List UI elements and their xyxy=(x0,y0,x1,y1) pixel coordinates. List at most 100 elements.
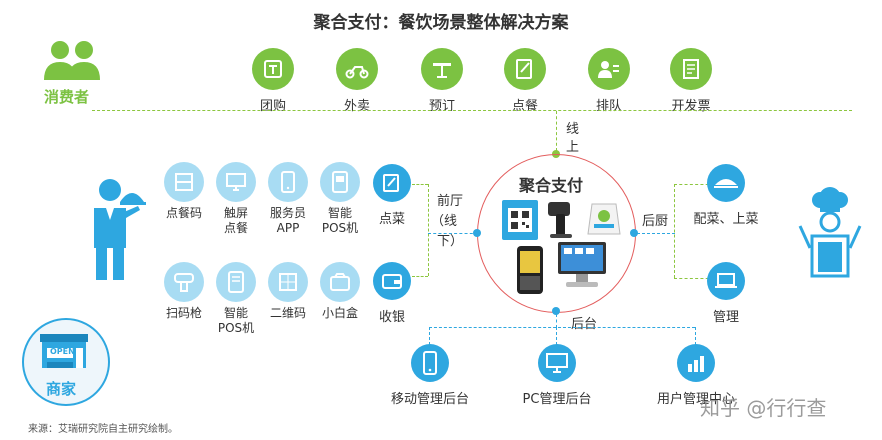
menu-code-icon xyxy=(164,162,204,202)
smart-pos-icon xyxy=(216,262,256,302)
device-item[interactable]: 二维码 xyxy=(266,262,310,321)
backend-label: 后台 xyxy=(571,317,598,332)
kitchen-item-label: 配菜、上菜 xyxy=(693,212,759,227)
front-line-top xyxy=(412,184,428,185)
qr-code-icon xyxy=(268,262,308,302)
device-item-label: 二维码 xyxy=(269,306,306,320)
consumer-item-label: 开发票 xyxy=(671,99,711,114)
device-item[interactable]: 智能 POS机 xyxy=(318,162,362,236)
consumer-item-label: 点餐 xyxy=(511,99,538,114)
shop-icon xyxy=(38,328,90,376)
chef-icon xyxy=(796,186,864,282)
front-label-2: （线 xyxy=(431,214,458,229)
center-to-kitchen xyxy=(637,233,675,234)
front-item[interactable]: 收银 xyxy=(372,262,412,325)
table-icon xyxy=(421,48,463,90)
kitchen-bracket xyxy=(674,184,675,278)
kitchen-line-top xyxy=(674,184,714,185)
device-item-label: 智能 POS机 xyxy=(321,206,359,235)
kitchen-label: 后厨 xyxy=(642,214,669,229)
backend-drop-2 xyxy=(556,327,557,345)
wallet-icon xyxy=(373,262,411,300)
consumer-divider xyxy=(92,110,852,111)
device-item[interactable]: 服务员 APP xyxy=(266,162,310,236)
white-box-icon xyxy=(320,262,360,302)
device-item-label: 触屏 点餐 xyxy=(223,206,248,235)
open-sign: OPEN xyxy=(50,347,75,356)
scooter-icon xyxy=(336,48,378,90)
order-icon xyxy=(504,48,546,90)
consumer-label: 消费者 xyxy=(44,88,90,106)
kitchen-item[interactable]: 管理 xyxy=(706,262,746,325)
backend-item-label: PC管理后台 xyxy=(522,392,592,407)
consumer-item[interactable]: 开发票 xyxy=(667,48,715,114)
backend-item[interactable]: 移动管理后台 xyxy=(391,344,469,407)
monitor-icon xyxy=(538,344,576,382)
chart-icon xyxy=(677,344,715,382)
consumer-item-label: 外卖 xyxy=(343,99,370,114)
backend-item-label: 移动管理后台 xyxy=(390,392,469,407)
device-item-label: 小白盒 xyxy=(321,306,358,320)
consumer-item[interactable]: 预订 xyxy=(418,48,466,114)
consumer-item[interactable]: 点餐 xyxy=(501,48,549,114)
center-label: 聚合支付 xyxy=(519,176,584,195)
front-label-3: 下） xyxy=(437,234,464,249)
desktop-pos-icon xyxy=(554,240,610,294)
online-label-1: 线 xyxy=(566,122,580,137)
device-item-label: 服务员 APP xyxy=(269,206,306,235)
kitchen-item[interactable]: 配菜、上菜 xyxy=(693,164,759,227)
queue-icon xyxy=(588,48,630,90)
online-label-2: 上 xyxy=(566,140,580,155)
consumer-icon xyxy=(40,38,104,82)
front-item[interactable]: 点菜 xyxy=(372,164,412,227)
order-dish-icon xyxy=(373,164,411,202)
front-line-bottom xyxy=(412,276,428,277)
device-item[interactable]: 智能 POS机 xyxy=(214,262,258,336)
payment-box-icon xyxy=(582,198,624,242)
device-item[interactable]: 扫码枪 xyxy=(162,262,206,321)
invoice-icon xyxy=(670,48,712,90)
waiter-phone-icon xyxy=(268,162,308,202)
backend-line xyxy=(429,327,695,328)
scanner-gun-icon xyxy=(164,262,204,302)
group-buy-icon xyxy=(252,48,294,90)
online-connector xyxy=(556,111,557,151)
consumer-item-label: 排队 xyxy=(595,99,622,114)
front-label-1: 前厅 xyxy=(437,194,464,209)
touchscreen-icon xyxy=(216,162,256,202)
consumer-item[interactable]: 团购 xyxy=(249,48,297,114)
front-dot xyxy=(473,229,481,237)
kitchen-dot xyxy=(630,229,638,237)
backend-drop-3 xyxy=(695,327,696,345)
device-item[interactable]: 触屏 点餐 xyxy=(214,162,258,236)
backend-item[interactable]: PC管理后台 xyxy=(523,344,591,407)
backend-item-label: 用户管理中心 xyxy=(656,392,735,407)
kitchen-line-bottom xyxy=(674,278,714,279)
qr-stand-icon xyxy=(500,198,540,246)
device-item-label: 扫码枪 xyxy=(165,306,202,320)
laptop-icon xyxy=(707,262,745,300)
front-to-center xyxy=(428,233,478,234)
front-item-label: 点菜 xyxy=(378,212,405,227)
backend-drop-1 xyxy=(429,327,430,345)
backend-item[interactable]: 用户管理中心 xyxy=(657,344,735,407)
consumer-item[interactable]: 外卖 xyxy=(333,48,381,114)
merchant-label: 商家 xyxy=(46,380,77,398)
front-bracket xyxy=(428,184,429,276)
device-item[interactable]: 小白盒 xyxy=(318,262,362,321)
consumer-item[interactable]: 排队 xyxy=(585,48,633,114)
backend-connector xyxy=(556,314,557,328)
mobile-icon xyxy=(411,344,449,382)
consumer-item-label: 团购 xyxy=(259,99,286,114)
diagram-title: 聚合支付：餐饮场景整体解决方案 xyxy=(313,13,569,33)
front-item-label: 收银 xyxy=(378,310,405,325)
consumer-item-label: 预订 xyxy=(428,99,455,114)
scanner-device-icon xyxy=(544,200,578,244)
kitchen-item-label: 管理 xyxy=(712,310,739,325)
watermark: 知乎 @行行查 xyxy=(700,396,827,420)
backend-dot xyxy=(552,307,560,315)
device-item-label: 智能 POS机 xyxy=(217,306,255,335)
handheld-pos-icon xyxy=(514,244,546,300)
waiter-icon xyxy=(84,176,146,286)
device-item[interactable]: 点餐码 xyxy=(162,162,206,221)
